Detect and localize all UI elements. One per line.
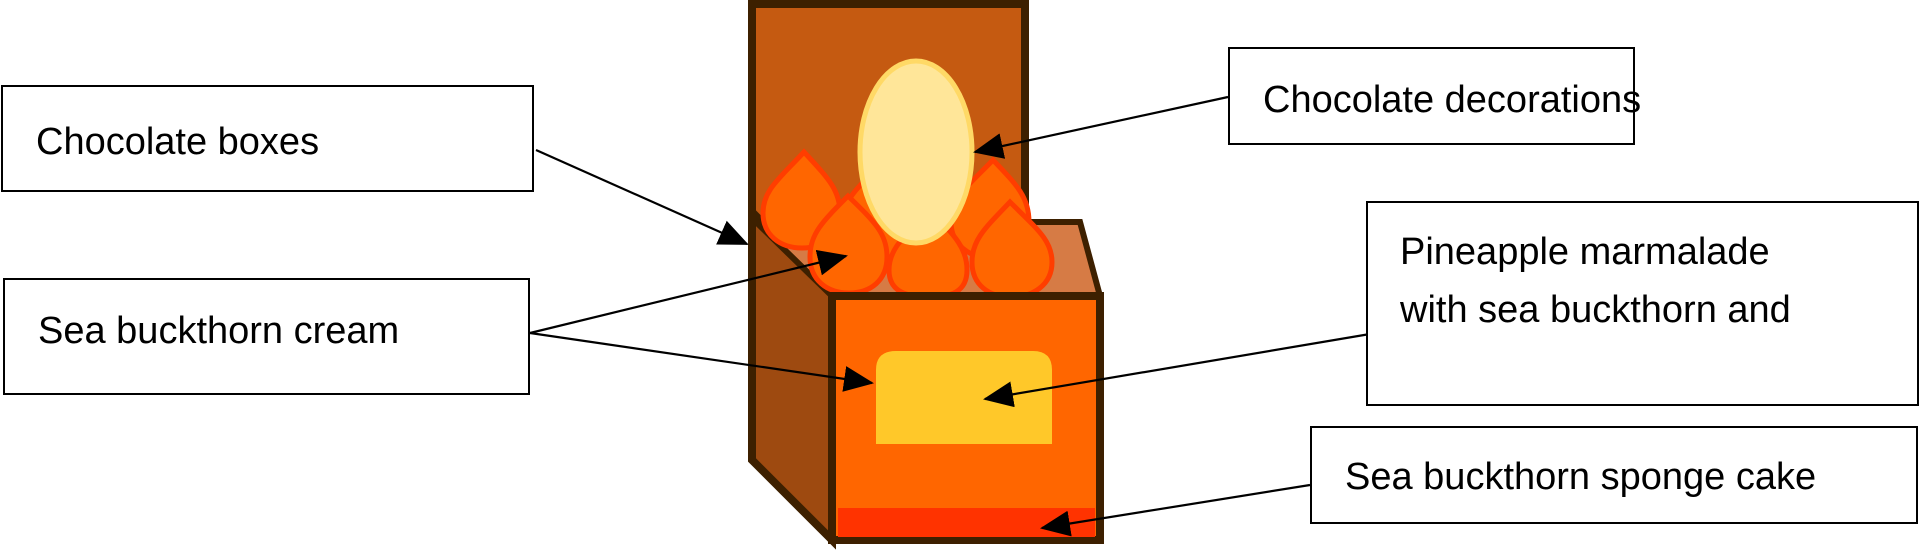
- label-sea-buckthorn-cream-text: Sea buckthorn cream: [38, 310, 400, 352]
- leader-sponge-cake: [1040, 483, 1311, 537]
- label-sponge-cake: Sea buckthorn sponge cake: [1310, 426, 1918, 524]
- leader-cream-to-front: [529, 331, 874, 392]
- label-chocolate-decorations: Chocolate decorations: [1228, 47, 1642, 145]
- label-pineapple-line2: with sea buckthorn and: [1400, 289, 1791, 331]
- label-chocolate-boxes: Chocolate boxes: [1, 85, 534, 192]
- label-pineapple-line1: Pineapple marmalade: [1400, 231, 1770, 273]
- pineapple-marmalade-layer: [876, 351, 1052, 444]
- sponge-cake-layer: [838, 508, 1095, 537]
- label-sea-buckthorn-cream: Sea buckthorn cream: [3, 278, 530, 395]
- label-pineapple-marmalade: Pineapple marmalade with sea buckthorn a…: [1366, 201, 1919, 406]
- leader-pineapple-marmalade: [983, 332, 1371, 408]
- leader-cream-to-drops: [529, 249, 848, 335]
- label-chocolate-decorations-text: Chocolate decorations: [1263, 79, 1642, 121]
- leader-chocolate-decorations: [973, 95, 1229, 159]
- leader-chocolate-boxes: [535, 148, 749, 246]
- label-chocolate-boxes-text: Chocolate boxes: [36, 121, 320, 163]
- chocolate-decoration-egg: [857, 58, 975, 246]
- label-sponge-cake-text: Sea buckthorn sponge cake: [1345, 456, 1817, 498]
